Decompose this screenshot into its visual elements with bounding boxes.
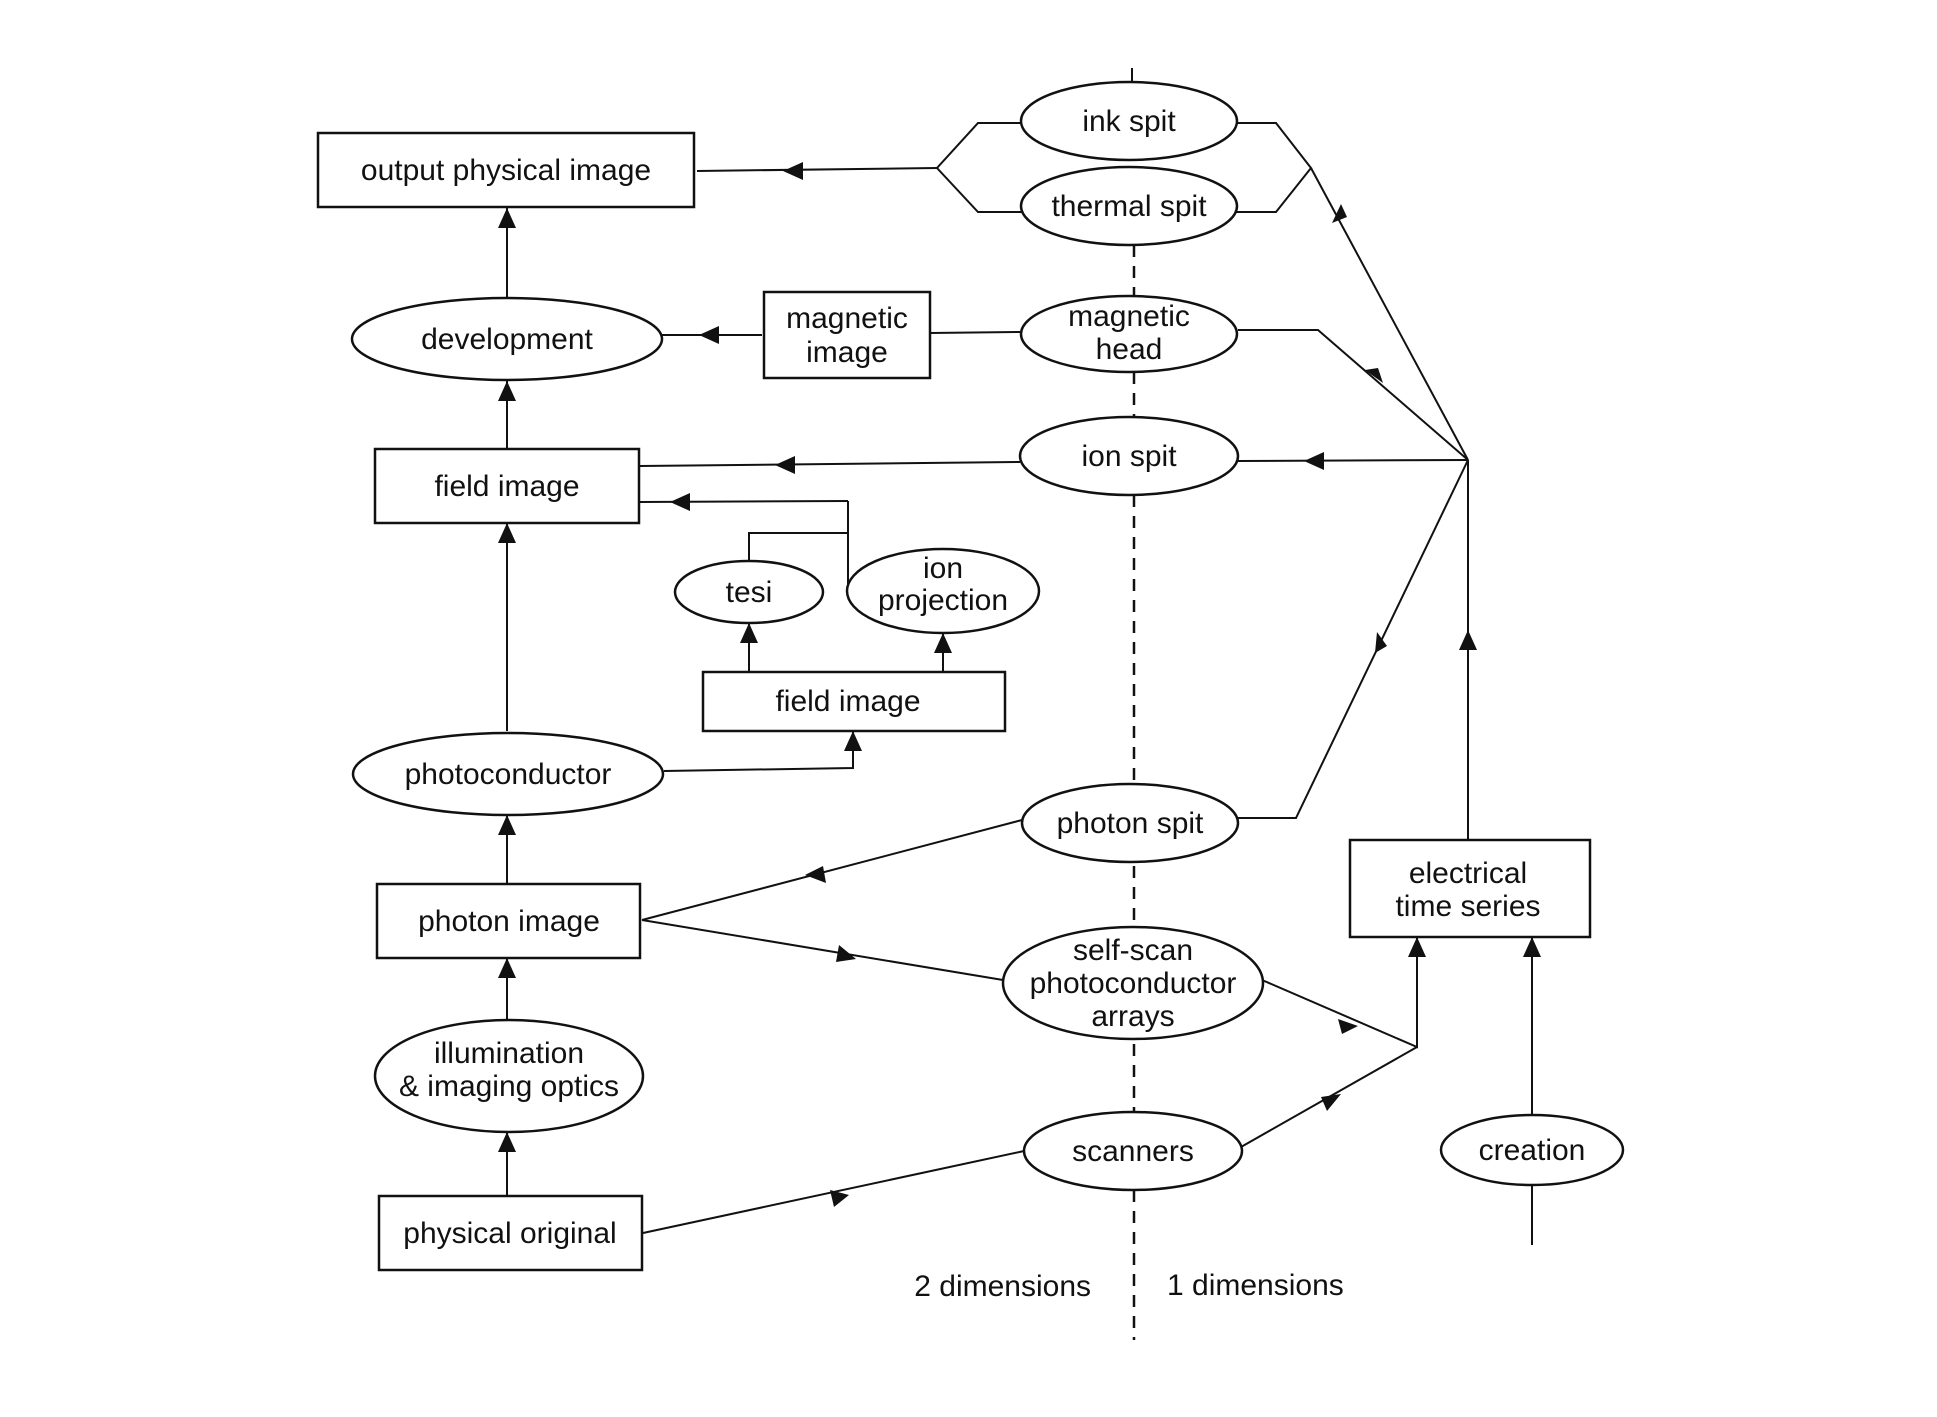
ellipse-thermal-spit: thermal spit: [1019, 165, 1239, 247]
arrowhead: [1338, 1019, 1358, 1034]
ellipse-tesi: tesi: [673, 559, 825, 625]
ellipse-illumination-optics: illumination & imaging optics: [373, 1018, 645, 1134]
connector-spit-to-output: [935, 122, 1022, 213]
ellipse-ion-projection: ion projection: [845, 547, 1041, 635]
ellipse-self-scan-arrays: self-scan photoconductor arrays: [1001, 925, 1265, 1041]
ellipse-development: development: [350, 296, 664, 382]
arrowhead: [1408, 937, 1426, 957]
box-photon-image: photon image: [375, 882, 642, 960]
node-label: & imaging optics: [399, 1070, 619, 1103]
arrowhead: [775, 456, 795, 474]
arrowhead: [498, 208, 516, 228]
node-label: output physical image: [361, 154, 651, 187]
arrowhead: [498, 958, 516, 978]
arrowhead: [498, 1132, 516, 1152]
arrowhead: [783, 162, 803, 180]
two-dimensions-label: 2 dimensions: [914, 1270, 1091, 1303]
node-label: photon image: [418, 905, 600, 938]
box-physical-original: physical original: [377, 1194, 644, 1272]
node-label: illumination: [434, 1037, 584, 1070]
node-label: photon spit: [1057, 807, 1204, 840]
connector-maghead-to-magimage: [929, 331, 1021, 334]
arrowheads: [498, 162, 1541, 1207]
arrowhead: [1365, 368, 1383, 383]
connector-ionspit-to-field: [639, 461, 1021, 467]
box-field-image: field image: [373, 447, 641, 525]
node-label: magnetic: [786, 302, 908, 335]
arrowhead: [498, 815, 516, 835]
connector-bundle-to-output: [696, 167, 938, 172]
node-label: time series: [1395, 890, 1540, 923]
arrowhead: [1304, 452, 1324, 470]
node-label: image: [806, 336, 888, 369]
ellipse-ion-spit: ion spit: [1018, 415, 1240, 497]
dimension-divider: [1131, 68, 1136, 1340]
node-label: photoconductor: [405, 758, 612, 791]
connector-photonimage-to-selfscan: [641, 919, 1004, 981]
connectors: [506, 122, 1533, 1245]
arrowhead: [836, 945, 856, 962]
node-label: tesi: [726, 576, 773, 609]
arrowhead: [844, 731, 862, 751]
node-label: electrical: [1409, 857, 1527, 890]
node-label: projection: [878, 584, 1008, 617]
node-label: scanners: [1072, 1135, 1194, 1168]
arrowhead: [805, 866, 826, 883]
node-label: ion spit: [1081, 440, 1177, 473]
ellipse-photon-spit: photon spit: [1020, 782, 1240, 864]
connector-hub-to-maghead: [1238, 329, 1469, 461]
connector-hub-to-spits: [1310, 167, 1469, 461]
arrowhead: [498, 523, 516, 543]
ellipse-magnetic-head: magnetic head: [1019, 294, 1239, 374]
node-label: field image: [434, 470, 579, 503]
box-output-physical-image: output physical image: [316, 131, 696, 209]
connector-ink-right: [1236, 122, 1313, 213]
ellipse-ink-spit: ink spit: [1019, 80, 1239, 162]
arrowhead: [1321, 1094, 1341, 1111]
arrowhead: [1459, 630, 1477, 650]
ellipse-photoconductor: photoconductor: [351, 731, 665, 817]
node-label: ink spit: [1082, 105, 1176, 138]
ellipse-scanners: scanners: [1022, 1110, 1244, 1192]
arrowhead: [1375, 632, 1387, 653]
connector-photonspit-to-photonimage: [641, 819, 1023, 921]
connector-selfscan-to-timeseries: [1261, 937, 1418, 1049]
node-label: magnetic: [1068, 300, 1190, 333]
arrowhead: [699, 326, 719, 344]
node-label: thermal spit: [1051, 190, 1207, 223]
connector-hub-to-photonspit: [1238, 459, 1469, 819]
arrowhead: [740, 623, 758, 643]
arrowhead: [1523, 937, 1541, 957]
node-label: self-scan: [1073, 934, 1193, 967]
node-label: development: [421, 323, 593, 356]
node-label: physical original: [403, 1217, 616, 1250]
node-label: ion: [923, 552, 963, 585]
node-label: photoconductor: [1030, 967, 1237, 1000]
arrowhead: [670, 493, 690, 511]
connector-photocond-to-subfield: [663, 731, 854, 772]
box-field-image-secondary: field image: [701, 670, 1007, 733]
node-label: field image: [775, 685, 920, 718]
arrowhead: [1332, 204, 1347, 223]
arrowhead: [498, 381, 516, 401]
box-electrical-time-series: electrical time series: [1348, 838, 1592, 939]
arrowhead: [934, 633, 952, 653]
node-label: creation: [1479, 1134, 1586, 1167]
arrowhead: [830, 1190, 849, 1207]
connector-hub-to-ionspit: [1237, 459, 1469, 462]
node-label: arrays: [1091, 1000, 1174, 1033]
node-label: head: [1096, 333, 1163, 366]
ellipse-creation: creation: [1439, 1113, 1625, 1187]
one-dimensions-label: 1 dimensions: [1167, 1269, 1344, 1302]
box-magnetic-image: magnetic image: [762, 290, 932, 380]
